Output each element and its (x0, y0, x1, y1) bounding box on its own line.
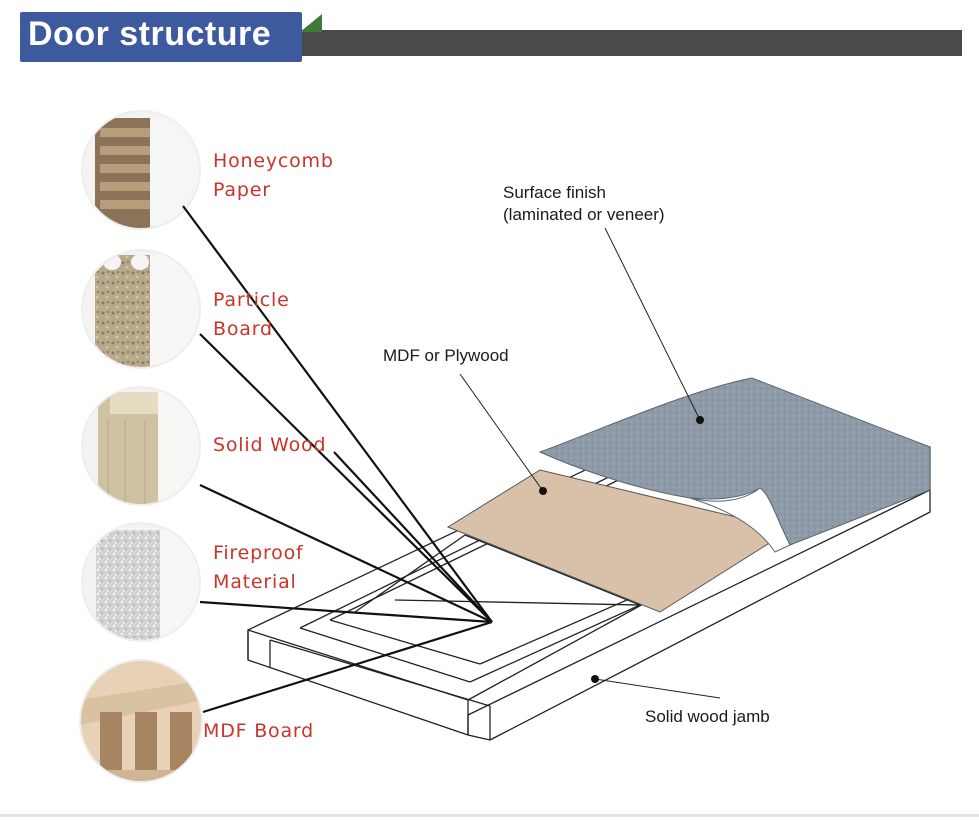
solid-wood-jamb-marker (591, 675, 599, 683)
header-banner: Door structure (0, 0, 979, 70)
page-title: Door structure (28, 15, 272, 53)
label-line: Paper (213, 179, 271, 201)
callout-solid-wood-jamb: Solid wood jamb (645, 707, 770, 726)
label-honeycomb-paper: Honeycomb Paper (213, 147, 334, 205)
label-line: Particle (213, 289, 290, 311)
label-line: Solid Wood (213, 434, 327, 456)
leader-lines (182, 205, 493, 714)
fireproof-material-sample (81, 522, 201, 642)
label-particle-board: Particle Board (213, 286, 290, 344)
callout-line: Surface finish (503, 183, 606, 202)
label-fireproof-material: Fireproof Material (213, 539, 304, 597)
label-line: Board (213, 318, 273, 340)
label-solid-wood: Solid Wood (213, 431, 326, 460)
banner-bar (290, 30, 962, 56)
label-line: Honeycomb (213, 150, 334, 172)
banner-accent-triangle (300, 14, 322, 32)
solid-wood-sample (81, 386, 201, 506)
banner-title-background (20, 12, 302, 62)
particle-board-sample (81, 249, 201, 369)
callout-line: (laminated or veneer) (503, 205, 665, 224)
label-line: MDF Board (203, 720, 315, 742)
mdf-plywood-marker (539, 487, 547, 495)
bottom-divider (0, 814, 979, 817)
mdf-board-sample (79, 659, 203, 783)
label-line: Fireproof (213, 542, 304, 564)
surface-finish-sheet (538, 377, 931, 553)
label-line: Material (213, 571, 297, 593)
label-mdf-board: MDF Board (203, 717, 314, 746)
surface-finish-marker (696, 416, 704, 424)
callout-surface-finish: Surface finish (laminated or veneer) (503, 182, 665, 226)
callout-mdf-plywood: MDF or Plywood (383, 346, 509, 365)
callout-leaders (459, 227, 721, 699)
honeycomb-paper-sample (81, 110, 201, 230)
